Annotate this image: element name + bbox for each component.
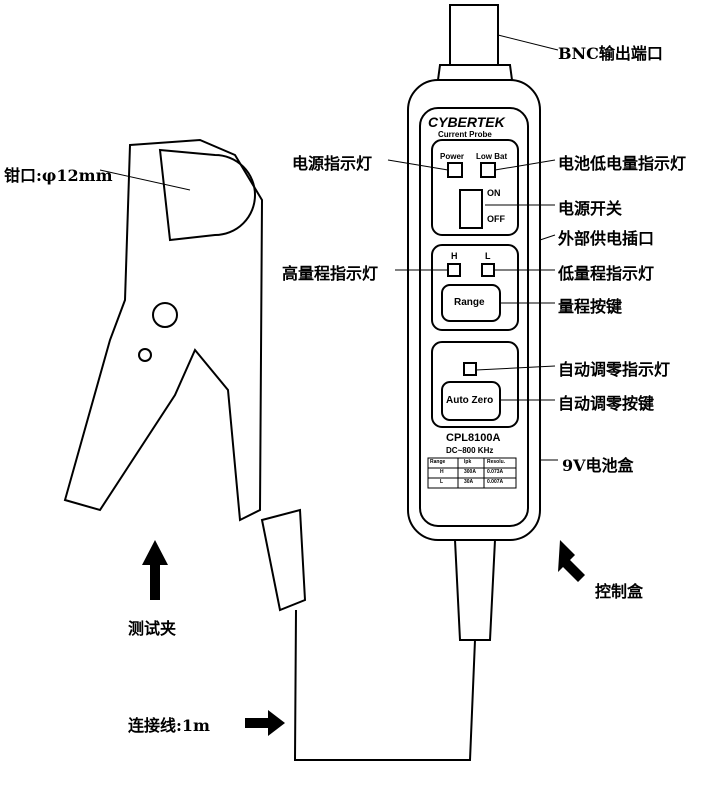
h-label: H: [451, 251, 458, 261]
label-low-led: 低量程指示灯: [558, 264, 655, 283]
label-jaw: 钳口:φ12mm: [4, 166, 113, 185]
brand-logo: CYBERTEK: [428, 114, 505, 130]
label-autozero-led: 自动调零指示灯: [558, 360, 671, 379]
table-header: Resolu.: [487, 459, 506, 465]
bandwidth-label: DC~800 KHz: [446, 446, 494, 455]
label-bnc: BNC输出端口: [558, 44, 663, 63]
model-label: CPL8100A: [446, 432, 501, 444]
table-cell: 300A: [464, 469, 476, 475]
bnc-connector: [449, 4, 499, 66]
device-subtitle: Current Probe: [438, 130, 492, 139]
table-header: Range: [430, 459, 446, 465]
arrows: [142, 540, 585, 736]
off-label: OFF: [487, 214, 505, 224]
lowbat-label: Low Bat: [476, 152, 508, 161]
on-label: ON: [487, 188, 501, 198]
label-ext-power: 外部供电插口: [558, 229, 655, 248]
power-label: Power: [440, 152, 465, 161]
label-range-key: 量程按键: [558, 297, 623, 316]
label-autozero-key: 自动调零按键: [558, 394, 655, 413]
label-high-led: 高量程指示灯: [282, 264, 379, 283]
label-control-box: 控制盒: [595, 582, 644, 601]
label-lowbat-led: 电池低电量指示灯: [558, 154, 687, 173]
autozero-button[interactable]: Auto Zero: [446, 395, 494, 406]
table-cell: 0.007A: [487, 479, 504, 485]
label-clamp: 测试夹: [128, 619, 177, 638]
test-clamp: [63, 138, 264, 522]
l-label: L: [485, 251, 491, 261]
table-cell: 0.073A: [487, 469, 504, 475]
label-power-switch: 电源开关: [558, 199, 623, 218]
label-power-led: 电源指示灯: [292, 154, 373, 173]
table-cell: L: [440, 479, 444, 485]
table-cell: 30A: [464, 479, 474, 485]
range-button[interactable]: Range: [454, 297, 485, 308]
label-cable: 连接线:1m: [128, 716, 210, 735]
table-cell: H: [440, 469, 444, 475]
table-header: Ipk: [464, 459, 472, 465]
label-battery: 9V电池盒: [562, 456, 634, 475]
